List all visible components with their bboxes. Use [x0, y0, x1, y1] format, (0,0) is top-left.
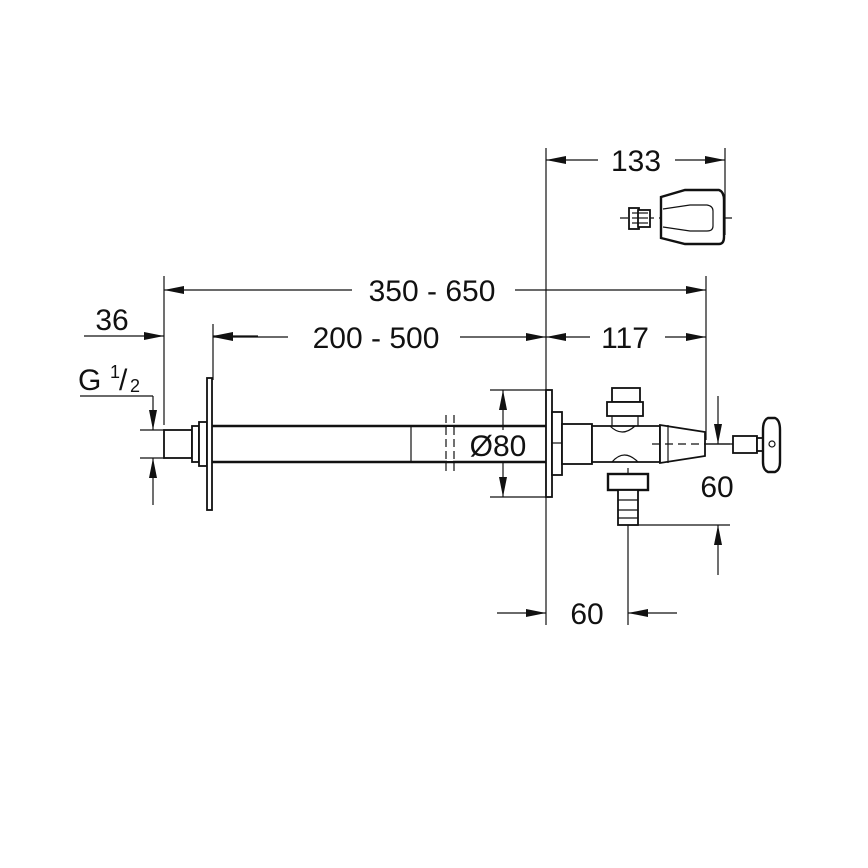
- dim-rosette-diameter: Ø80: [470, 430, 527, 463]
- dim-valve-length: 117: [601, 322, 649, 355]
- dimension-valve: 117: [546, 322, 706, 355]
- dim-pipe-length: 200 - 500: [313, 322, 440, 355]
- thread-label-den: 2: [130, 376, 140, 396]
- dimension-pipe: 200 - 500: [213, 322, 546, 355]
- dimension-36: 36: [84, 304, 258, 340]
- t-handle-key: [732, 416, 782, 474]
- dimension-overall: 350 - 650: [164, 275, 706, 308]
- thread-label: G 1 / 2: [78, 362, 157, 505]
- dimension-outlet-height: 60: [700, 396, 734, 575]
- valve-body: [561, 387, 733, 465]
- dim-outlet-offset: 60: [570, 598, 603, 631]
- thread-label-g: G: [78, 364, 101, 397]
- dim-outlet-height: 60: [700, 471, 733, 504]
- handle-detail: [620, 188, 732, 246]
- hose-connector: [606, 472, 650, 526]
- dimension-diameter: Ø80: [470, 390, 527, 497]
- dimension-outlet-offset: 60: [497, 598, 677, 631]
- dim-overall-length: 350 - 650: [369, 275, 496, 308]
- thread-label-slash: /: [119, 364, 128, 397]
- valve-rosette: [545, 389, 563, 498]
- wall-connector: [163, 377, 213, 511]
- dimension-133: 133: [546, 145, 725, 178]
- thread-label-num: 1: [110, 362, 120, 382]
- extension-pipe: [212, 415, 546, 473]
- dim-flange-offset: 36: [95, 304, 128, 337]
- dim-handle-length: 133: [611, 145, 661, 178]
